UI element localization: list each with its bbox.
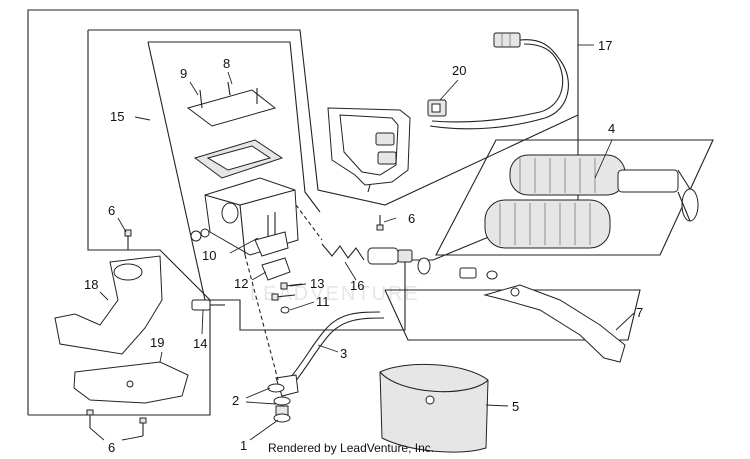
callout-6-right: 6 (408, 211, 415, 226)
small-switch (427, 99, 447, 117)
callout-20: 20 (452, 63, 466, 78)
callout-18: 18 (84, 277, 98, 292)
grips-frame (435, 139, 714, 256)
callout-6-left: 6 (108, 203, 115, 218)
callout-2: 2 (232, 393, 239, 408)
switch-housing (327, 107, 411, 193)
screws-6-bottom (86, 409, 147, 436)
inner-frame-top (88, 29, 579, 206)
callout-4: 4 (608, 121, 615, 136)
callout-14: 14 (193, 336, 207, 351)
callout-7: 7 (636, 305, 643, 320)
switch-frame (148, 41, 321, 213)
callout-3: 3 (340, 346, 347, 361)
callout-15: 15 (110, 109, 124, 124)
callout-9: 9 (180, 66, 187, 81)
grips (484, 154, 699, 249)
callout-19: 19 (150, 335, 164, 350)
callout-1: 1 (240, 438, 247, 453)
watermark-text: LEADVENTURE (250, 283, 420, 305)
callout-6-bottom: 6 (108, 440, 115, 455)
clamp-bolts (261, 257, 303, 314)
brake-hose (275, 311, 385, 397)
reservoir-cap (186, 81, 284, 179)
lower-covers (54, 255, 189, 404)
piston-kit (321, 243, 498, 280)
dust-cover (379, 364, 489, 453)
connector-cable (429, 32, 569, 130)
screw-14 (191, 299, 225, 311)
alignment-lines (244, 204, 323, 381)
callout-5: 5 (512, 399, 519, 414)
callout-12: 12 (234, 276, 248, 291)
master-cylinder (190, 177, 299, 257)
lever-frame (384, 289, 641, 341)
callout-11: 11 (316, 294, 330, 309)
switch-frame-left (147, 41, 206, 301)
brake-lever (483, 284, 626, 363)
leader-lines (89, 44, 635, 441)
screw-6-left (124, 229, 132, 250)
callout-17: 17 (598, 38, 612, 53)
credit-text: Rendered by LeadVenture, Inc. (268, 441, 434, 455)
callout-16: 16 (350, 278, 364, 293)
group-frames (27, 9, 714, 416)
screw-6-right (376, 215, 384, 231)
outer-frame (27, 9, 579, 416)
callout-8: 8 (223, 56, 230, 71)
callout-labels: 1 2 3 4 5 6 6 6 7 8 9 10 11 12 13 14 15 … (84, 38, 643, 455)
callout-13: 13 (310, 276, 324, 291)
inner-frame-left (87, 30, 211, 301)
callout-10: 10 (202, 248, 216, 263)
